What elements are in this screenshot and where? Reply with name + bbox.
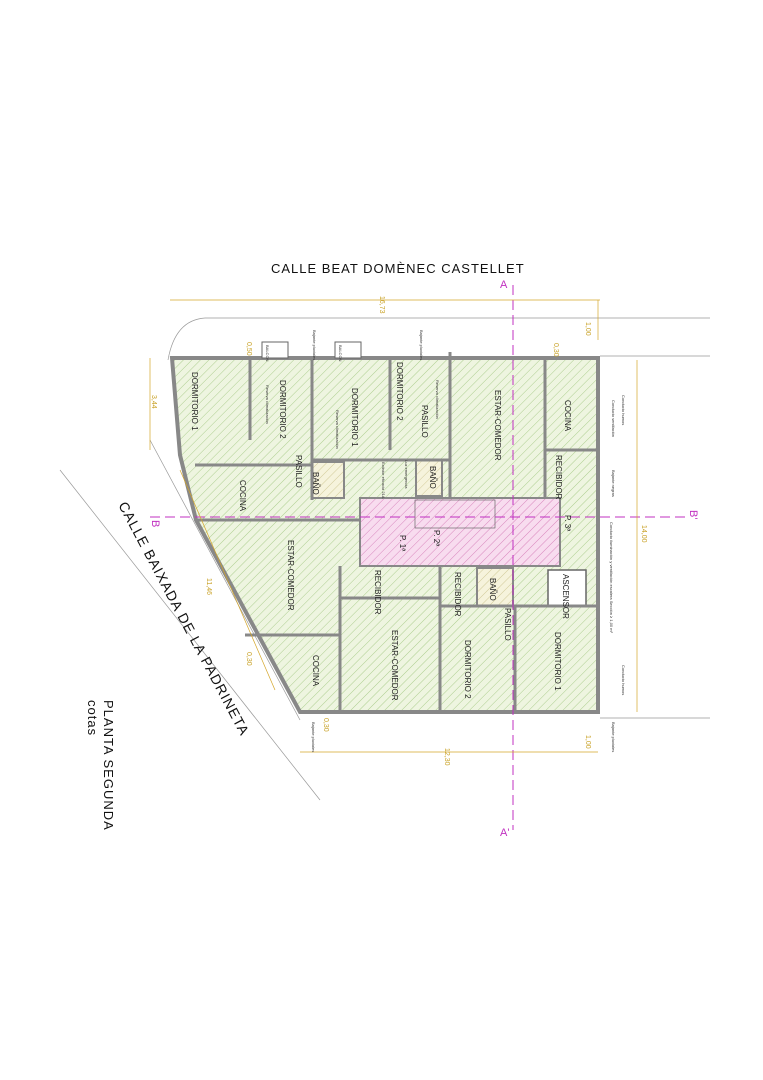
street-lines [59, 317, 710, 801]
room-label: DORMITORIO 2 [395, 362, 404, 421]
dim-top-offset: 1,00 [584, 322, 591, 336]
dim-bottom-width: 12,30 [443, 748, 450, 766]
room-label: BAÑO [428, 466, 437, 489]
interior-walls [195, 352, 598, 712]
room-label: DORMITORIO 1 [190, 372, 199, 431]
room-label: PASILLO [503, 608, 512, 641]
dim-diag-wall: 0,30 [245, 652, 252, 666]
section-a-top: A [500, 279, 508, 291]
note: Bajante pluviales [611, 722, 616, 752]
balcony [261, 341, 289, 359]
dim-balcony-offset: 0,50 [245, 342, 252, 356]
stair-flight [414, 499, 496, 529]
room-label: ESTAR-COMEDOR [286, 540, 295, 611]
room-label: BAÑO [311, 472, 320, 495]
note: Reserva climatización [265, 385, 270, 424]
annotations: Bajante pluviales Bajante pluviales Baja… [265, 330, 626, 752]
dim-top-offset-b: 0,30 [552, 343, 559, 357]
elevator [547, 569, 587, 607]
plan-name: PLANTA SEGUNDA [101, 700, 116, 831]
room-label: RECIBIDOR [453, 572, 462, 617]
room-labels: DORMITORIO 1 DORMITORIO 2 PASILLO COCINA… [190, 345, 572, 701]
room-label: DORMITORIO 1 [350, 388, 359, 447]
dim-bottom-wall: 0,30 [322, 718, 329, 732]
note: Bajante pluviales [419, 330, 424, 360]
dim-overall-width: 16,73 [378, 296, 385, 314]
section-lines [150, 285, 685, 830]
note: Bajante pluviales [311, 722, 316, 752]
room-label: ASCENSOR [561, 574, 570, 619]
room-label: DORMITORIO 1 [553, 632, 562, 691]
dim-left-depth: 3,44 [150, 395, 157, 409]
stair-core [359, 497, 561, 567]
room-label: COCINA [311, 655, 320, 687]
room-label: RECIBIDOR [373, 570, 382, 615]
landing-label: P. 2ª [432, 530, 441, 546]
dim-diagonal: 11,46 [205, 578, 212, 595]
room-label: COCINA [563, 400, 572, 432]
balcony [334, 341, 362, 359]
balcony-label: BALCON [338, 345, 343, 362]
balcony-label: BALCON [265, 345, 270, 362]
room-label: PASILLO [420, 405, 429, 438]
section-b-right: B' [687, 510, 699, 519]
section-b-left: B [149, 520, 161, 527]
dim-bottom-offset: 1,00 [584, 735, 591, 749]
room-label: DORMITORIO 2 [278, 380, 287, 439]
landing-label: P. 1ª [398, 535, 407, 551]
room-label: PASILLO [294, 455, 303, 488]
room-label: ESTAR-COMEDOR [493, 390, 502, 461]
landing-label: P. 3ª [563, 515, 572, 531]
dim-right-depth: 14,00 [640, 525, 647, 543]
bathroom-area [311, 461, 345, 499]
note: Reserva climatización [335, 410, 340, 449]
room-label: DORMITORIO 2 [463, 640, 472, 699]
street-top-title: CALLE BEAT DOMÈNEC CASTELLET [271, 261, 525, 276]
plan-subtitle: cotas [85, 700, 100, 736]
note: Extintor eficacia 21A [381, 462, 386, 499]
section-a-bottom: A' [500, 827, 509, 839]
note: Conducto humos [621, 395, 626, 425]
note: Bajante negras [611, 470, 616, 497]
room-label: ESTAR-COMEDOR [390, 630, 399, 701]
bathroom-area [415, 459, 443, 497]
note: Conducto humos [621, 665, 626, 695]
room-label: RECIBIDOR [554, 455, 563, 500]
building [169, 341, 600, 714]
note: Bajante pluviales [312, 330, 317, 360]
room-label: BAÑO [488, 578, 497, 601]
note: Reserva climatización [435, 380, 440, 419]
room-label: COCINA [238, 480, 247, 512]
note: Conducto ventilación [611, 400, 616, 437]
dimension-lines [149, 299, 638, 753]
note: Luz emergencia [404, 460, 409, 489]
note: Conducto iluminación y ventilación escal… [609, 522, 614, 634]
